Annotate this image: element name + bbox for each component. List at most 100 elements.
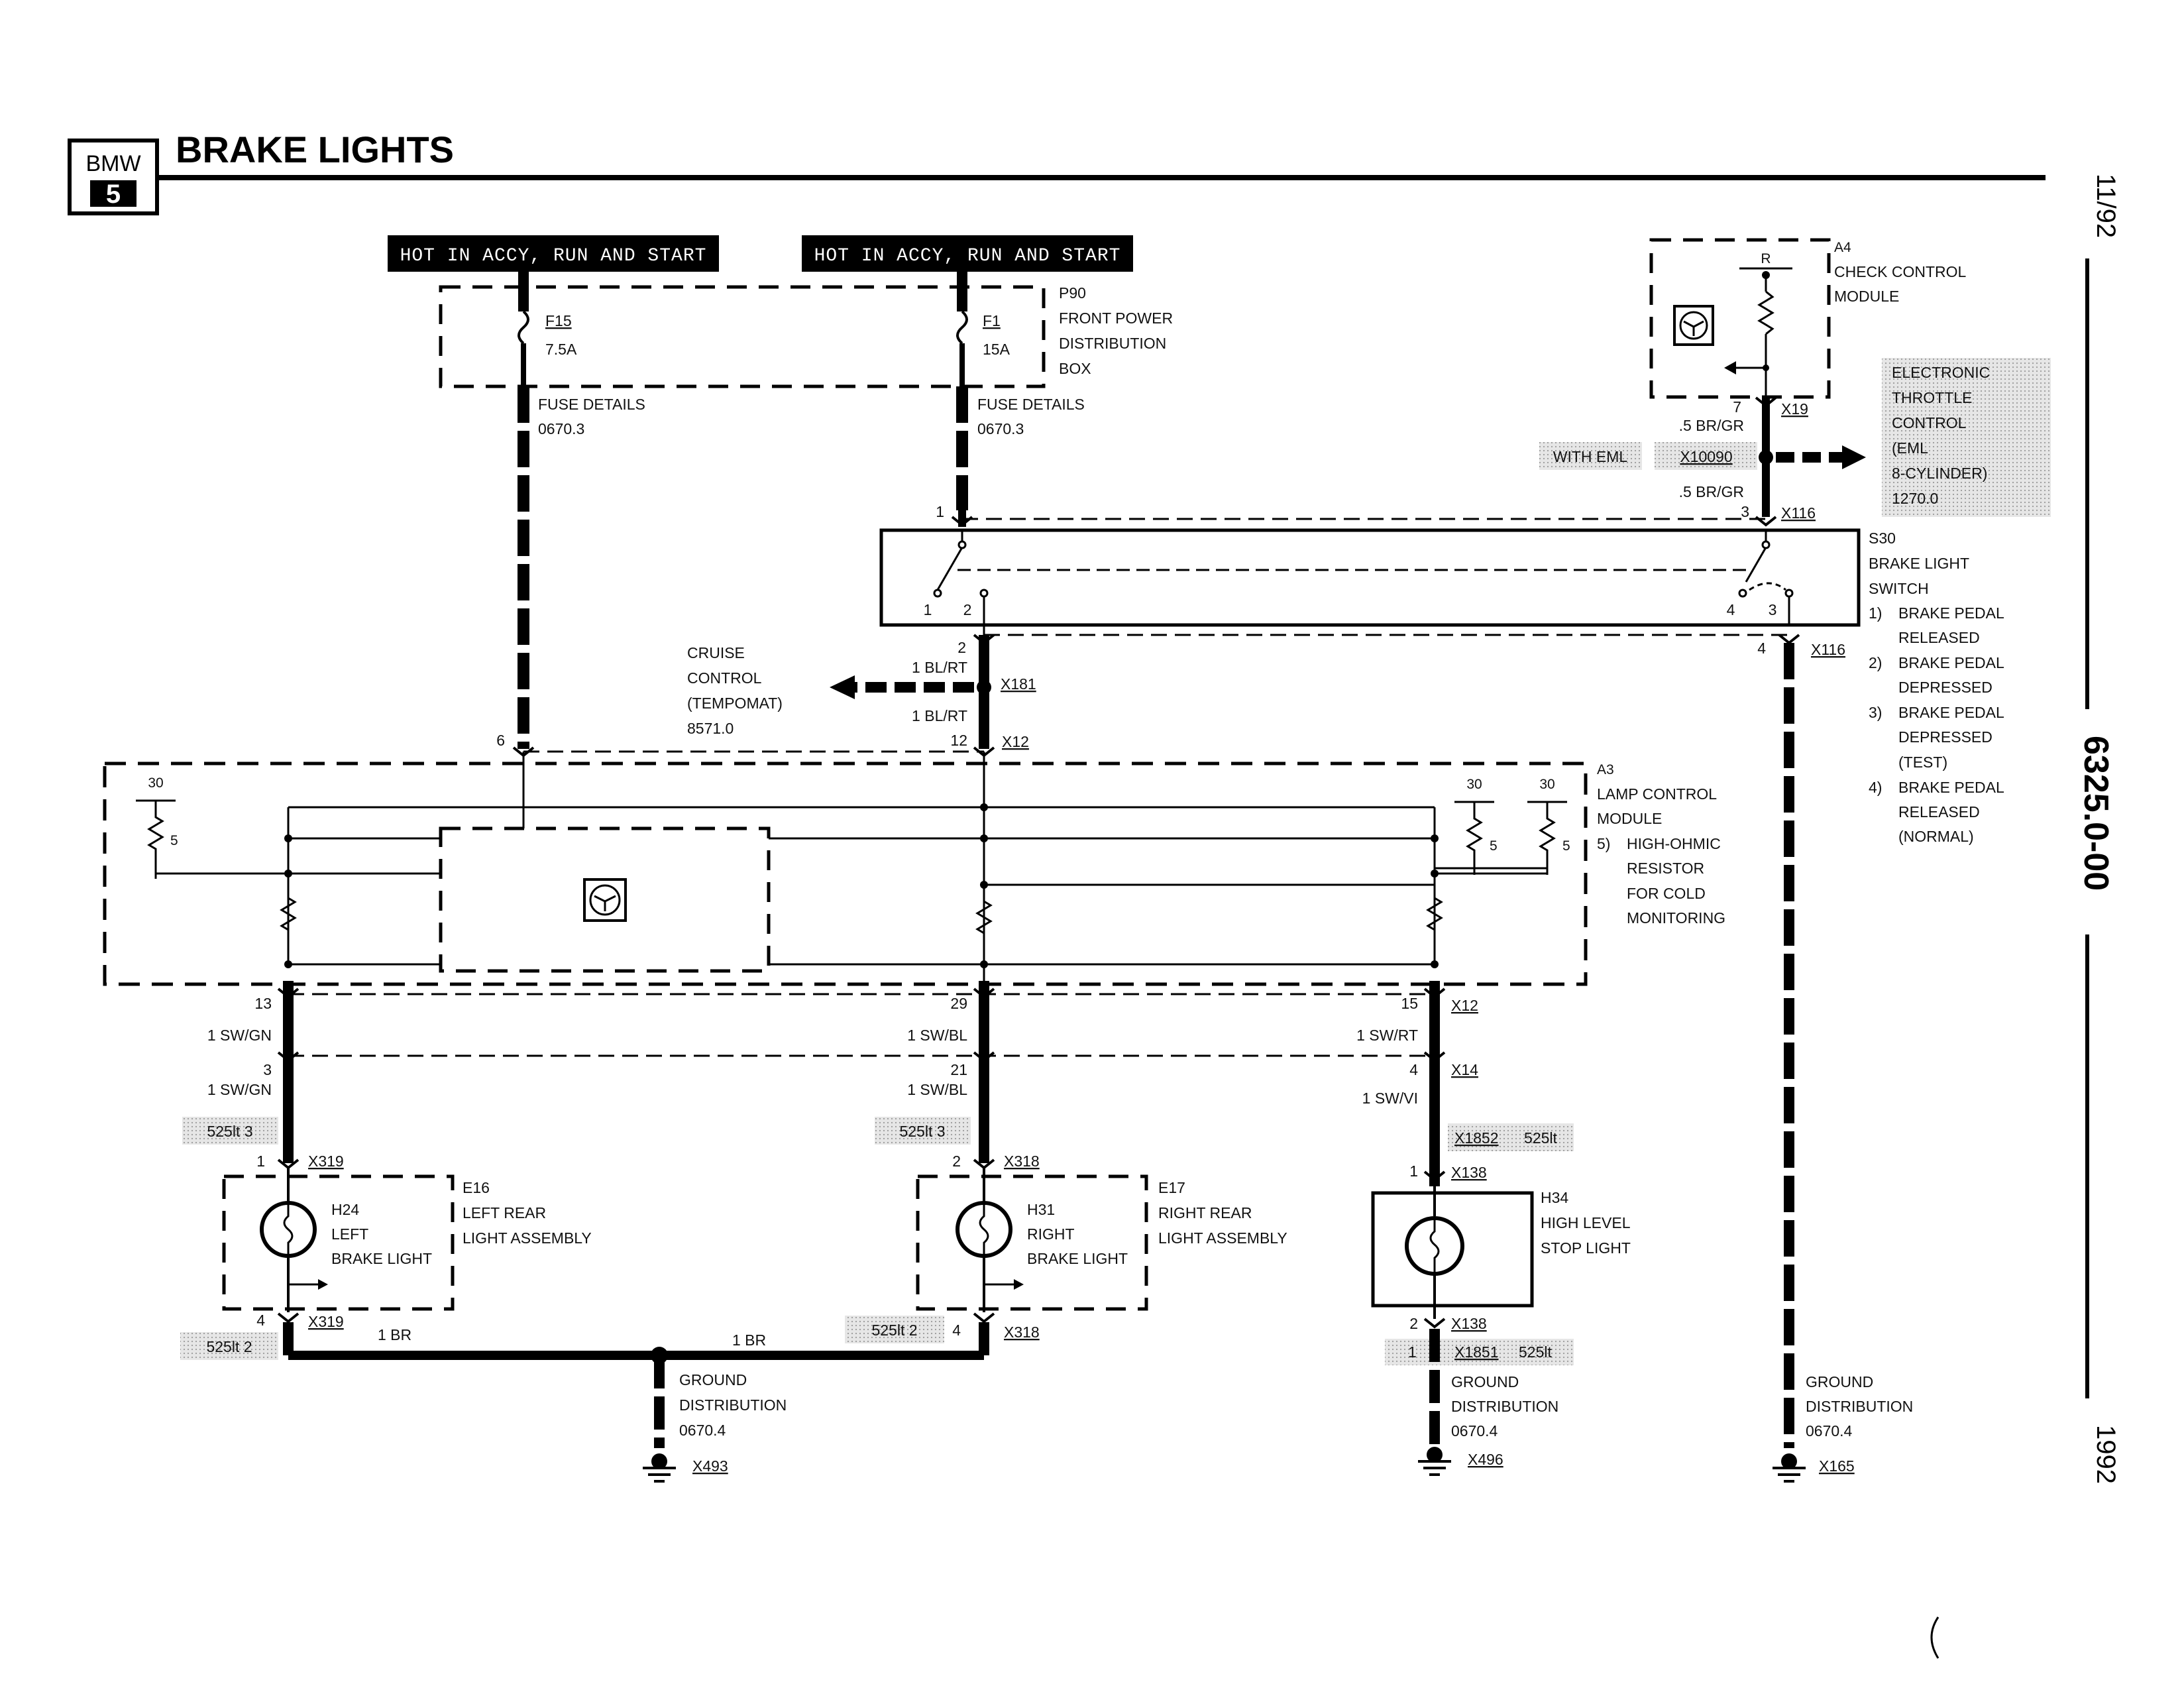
svg-text:1: 1 — [256, 1153, 265, 1170]
resistor-icon — [280, 875, 297, 963]
svg-text:RESISTOR: RESISTOR — [1627, 860, 1704, 877]
svg-text:5): 5) — [1597, 835, 1610, 852]
connector-icon — [1423, 1051, 1446, 1062]
svg-text:1 SW/BL: 1 SW/BL — [907, 1081, 967, 1098]
svg-text:BRAKE PEDAL: BRAKE PEDAL — [1898, 604, 2004, 622]
svg-text:.5 BR/GR: .5 BR/GR — [1679, 417, 1744, 434]
fuse-icon — [956, 310, 968, 345]
svg-text:X318: X318 — [1004, 1153, 1040, 1170]
svg-text:X165: X165 — [1819, 1457, 1855, 1475]
svg-text:GROUND: GROUND — [1451, 1373, 1519, 1390]
connector-icon — [277, 988, 300, 999]
resistor-icon — [1757, 290, 1774, 335]
svg-text:X116: X116 — [1781, 504, 1816, 522]
svg-text:SWITCH: SWITCH — [1869, 580, 1929, 597]
svg-text:FRONT POWER: FRONT POWER — [1059, 310, 1173, 327]
svg-text:3: 3 — [263, 1061, 272, 1078]
svg-text:HOT IN ACCY, RUN AND START: HOT IN ACCY, RUN AND START — [400, 246, 707, 266]
svg-text:X14: X14 — [1451, 1061, 1478, 1078]
svg-text:13: 13 — [254, 995, 272, 1012]
svg-text:3: 3 — [1769, 601, 1777, 618]
splice-node — [1759, 450, 1773, 465]
connector-icon — [973, 1051, 995, 1062]
svg-text:0670.4: 0670.4 — [679, 1422, 726, 1439]
svg-text:DISTRIBUTION: DISTRIBUTION — [679, 1396, 787, 1414]
connector-icon — [1423, 1170, 1446, 1182]
svg-text:X10090: X10090 — [1680, 448, 1732, 465]
connector-icon — [1755, 396, 1777, 408]
svg-text:GROUND: GROUND — [1806, 1373, 1873, 1390]
svg-text:1): 1) — [1869, 604, 1882, 622]
svg-text:6: 6 — [496, 732, 505, 749]
svg-text:5: 5 — [170, 833, 178, 848]
svg-text:MODULE: MODULE — [1834, 288, 1899, 305]
fuse-icon — [518, 310, 529, 345]
svg-text:GROUND: GROUND — [679, 1371, 747, 1388]
svg-text:1: 1 — [936, 503, 944, 520]
svg-text:A3: A3 — [1597, 762, 1614, 777]
svg-text:X1852: X1852 — [1454, 1129, 1499, 1147]
svg-text:12: 12 — [950, 732, 967, 749]
svg-text:1: 1 — [924, 601, 932, 618]
header: BMW 5 BRAKE LIGHTS — [68, 129, 2046, 215]
svg-text:X493: X493 — [692, 1457, 728, 1475]
svg-text:1 SW/VI: 1 SW/VI — [1362, 1090, 1418, 1107]
svg-text:29: 29 — [950, 995, 967, 1012]
svg-text:7: 7 — [1733, 398, 1741, 416]
svg-text:X116: X116 — [1811, 641, 1845, 658]
svg-text:RIGHT REAR: RIGHT REAR — [1158, 1204, 1252, 1221]
svg-text:DISTRIBUTION: DISTRIBUTION — [1059, 335, 1166, 352]
connector-icon — [1423, 988, 1446, 999]
ground-bus: GROUND DISTRIBUTION 0670.4 X493 — [288, 1347, 984, 1483]
ground-icon — [1773, 1453, 1806, 1483]
svg-text:MODULE: MODULE — [1597, 810, 1662, 827]
resistor-icon — [975, 888, 993, 966]
resistor-icon — [1539, 802, 1556, 875]
svg-text:525lt: 525lt — [1519, 1343, 1552, 1361]
connector-icon — [277, 1312, 300, 1324]
arrow-right-icon — [1842, 445, 1866, 469]
series-badge: 5 — [106, 180, 121, 209]
svg-text:H24: H24 — [331, 1201, 359, 1218]
connector-icon — [973, 634, 995, 645]
resistor-icon — [1466, 802, 1483, 875]
svg-text:2): 2) — [1869, 654, 1882, 671]
svg-text:1 BR: 1 BR — [378, 1326, 411, 1343]
svg-text:CRUISE: CRUISE — [687, 644, 745, 661]
svg-text:WITH EML: WITH EML — [1553, 448, 1628, 465]
svg-text:1 SW/GN: 1 SW/GN — [207, 1081, 272, 1098]
svg-text:30: 30 — [1466, 777, 1482, 792]
hot-bar-1 — [388, 235, 719, 272]
svg-text:0670.4: 0670.4 — [1806, 1422, 1853, 1440]
cruise-control-branch: 2 1 BL/RT X181 CRUISE CONTROL (TEMPOMAT)… — [496, 596, 1036, 758]
svg-text:X318: X318 — [1004, 1324, 1040, 1341]
svg-text:1 SW/GN: 1 SW/GN — [207, 1027, 272, 1044]
svg-text:1: 1 — [1408, 1343, 1417, 1361]
svg-text:8571.0: 8571.0 — [687, 720, 734, 737]
svg-text:RELEASED: RELEASED — [1898, 629, 1980, 646]
svg-text:1 BL/RT: 1 BL/RT — [912, 707, 967, 724]
svg-text:H31: H31 — [1027, 1201, 1055, 1218]
svg-text:H34: H34 — [1541, 1189, 1568, 1206]
svg-text:21: 21 — [950, 1061, 967, 1078]
svg-text:F1: F1 — [983, 312, 1001, 329]
svg-text:FUSE DETAILS: FUSE DETAILS — [977, 396, 1085, 413]
page-number: 6325.0-00 — [2077, 736, 2115, 891]
svg-text:X138: X138 — [1451, 1164, 1487, 1181]
connector-icon — [277, 1051, 300, 1062]
svg-text:5: 5 — [1490, 838, 1498, 854]
svg-text:LIGHT ASSEMBLY: LIGHT ASSEMBLY — [463, 1229, 592, 1247]
svg-text:(TEMPOMAT): (TEMPOMAT) — [687, 695, 783, 712]
svg-text:525lt 3: 525lt 3 — [899, 1123, 945, 1140]
svg-text:(NORMAL): (NORMAL) — [1898, 828, 1974, 845]
svg-text:HIGH-OHMIC: HIGH-OHMIC — [1627, 835, 1721, 852]
svg-text:4: 4 — [256, 1312, 265, 1329]
svg-text:X1851: X1851 — [1454, 1343, 1499, 1361]
module-id: A4 — [1834, 240, 1851, 255]
svg-text:LIGHT ASSEMBLY: LIGHT ASSEMBLY — [1158, 1229, 1287, 1247]
svg-text:BRAKE PEDAL: BRAKE PEDAL — [1898, 704, 2004, 721]
svg-text:7.5A: 7.5A — [545, 341, 577, 358]
ground-icon — [1418, 1447, 1451, 1476]
power-distribution-box — [439, 285, 1046, 388]
